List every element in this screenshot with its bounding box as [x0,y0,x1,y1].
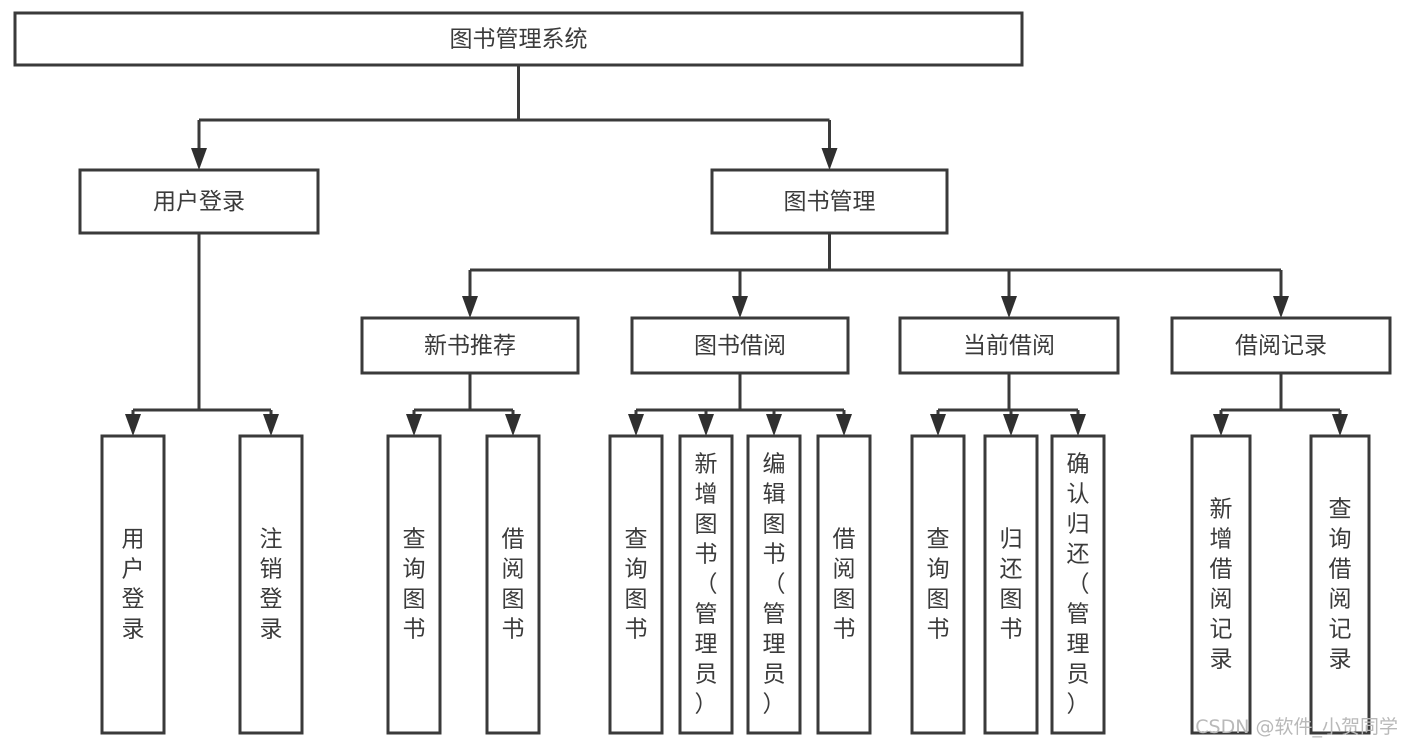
node-box-br-add-record [1190,434,1252,735]
node-box-cb-confirm-return [1050,434,1106,735]
node-box-nb-query-book [386,434,442,735]
node-box-borrow-record [1170,316,1392,375]
node-book-management[interactable]: 图书管理 [710,168,949,235]
node-box-new-book-recommend [360,316,580,375]
connector-layer [125,65,1348,436]
node-label-nb-query-book: 查询图书 [403,527,426,643]
arrow-head-icon [191,148,207,170]
arrow-head-icon [930,414,946,436]
node-label-user-login-do: 用户登录 [122,527,145,643]
node-bb-query-book[interactable]: 查询图书 [608,434,664,735]
node-box-book-management [710,168,949,235]
node-label-nb-borrow-book: 借阅图书 [502,527,525,643]
arrow-head-icon [263,414,279,436]
arrow-head-icon [698,414,714,436]
node-box-cb-return-book [983,434,1039,735]
node-cb-confirm-return[interactable]: 确认归还（管理员） [1050,434,1106,735]
arrow-head-icon [1273,296,1289,318]
node-box-book-borrow [630,316,850,375]
arrow-head-icon [836,414,852,436]
node-box-br-query-record [1309,434,1371,735]
node-box-bb-add-book [678,434,734,735]
node-br-add-record[interactable]: 新增借阅记录 [1190,434,1252,735]
node-cb-return-book[interactable]: 归还图书 [983,434,1039,735]
node-layer: 图书管理系统用户登录图书管理新书推荐图书借阅当前借阅借阅记录用户登录注销登录查询… [13,11,1392,735]
arrow-head-icon [1003,414,1019,436]
arrow-head-icon [505,414,521,436]
node-label-cb-return-book: 归还图书 [1000,527,1023,643]
node-box-root [13,11,1024,67]
node-borrow-record[interactable]: 借阅记录 [1170,316,1392,375]
node-bb-edit-book[interactable]: 编辑图书（管理员） [746,434,802,735]
node-nb-borrow-book[interactable]: 借阅图书 [485,434,541,735]
node-bb-borrow-book[interactable]: 借阅图书 [816,434,872,735]
node-bb-add-book[interactable]: 新增图书（管理员） [678,434,734,735]
node-label-book-borrow: 图书借阅 [694,333,786,359]
node-box-nb-borrow-book [485,434,541,735]
node-label-bb-query-book: 查询图书 [625,527,648,643]
node-user-login-do[interactable]: 用户登录 [100,434,166,735]
node-cb-query-book[interactable]: 查询图书 [910,434,966,735]
csdn-watermark: CSDN @软件_小贺同学 [1195,716,1398,738]
node-br-query-record[interactable]: 查询借阅记录 [1309,434,1371,735]
node-user-login[interactable]: 用户登录 [78,168,320,235]
node-root[interactable]: 图书管理系统 [13,11,1024,67]
arrow-head-icon [628,414,644,436]
node-label-bb-add-book: 新增图书（管理员） [695,452,718,718]
node-label-bb-edit-book: 编辑图书（管理员） [763,452,786,718]
arrow-head-icon [406,414,422,436]
node-label-cb-query-book: 查询图书 [927,527,950,643]
arrow-head-icon [462,296,478,318]
node-label-borrow-record: 借阅记录 [1235,333,1327,359]
node-box-cb-query-book [910,434,966,735]
node-user-logout[interactable]: 注销登录 [238,434,304,735]
node-label-bb-borrow-book: 借阅图书 [833,527,856,643]
node-label-new-book-recommend: 新书推荐 [424,333,516,359]
arrow-head-icon [1332,414,1348,436]
arrow-head-icon [732,296,748,318]
node-new-book-recommend[interactable]: 新书推荐 [360,316,580,375]
node-box-user-login-do [100,434,166,735]
arrow-head-icon [766,414,782,436]
node-label-br-add-record: 新增借阅记录 [1210,497,1233,673]
node-box-user-login [78,168,320,235]
node-box-current-borrow [898,316,1120,375]
node-label-user-logout: 注销登录 [260,527,283,643]
node-box-bb-borrow-book [816,434,872,735]
node-box-bb-query-book [608,434,664,735]
node-current-borrow[interactable]: 当前借阅 [898,316,1120,375]
arrow-head-icon [125,414,141,436]
node-nb-query-book[interactable]: 查询图书 [386,434,442,735]
node-label-br-query-record: 查询借阅记录 [1329,497,1352,673]
node-book-borrow[interactable]: 图书借阅 [630,316,850,375]
arrow-head-icon [1070,414,1086,436]
arrow-head-icon [1001,296,1017,318]
node-label-root: 图书管理系统 [450,27,588,53]
node-box-bb-edit-book [746,434,802,735]
arrow-head-icon [1213,414,1229,436]
node-label-current-borrow: 当前借阅 [963,333,1055,359]
node-label-user-login: 用户登录 [153,189,245,215]
node-label-cb-confirm-return: 确认归还（管理员） [1067,452,1090,718]
arrow-head-icon [821,148,838,170]
node-box-user-logout [238,434,304,735]
node-label-book-management: 图书管理 [784,189,876,215]
